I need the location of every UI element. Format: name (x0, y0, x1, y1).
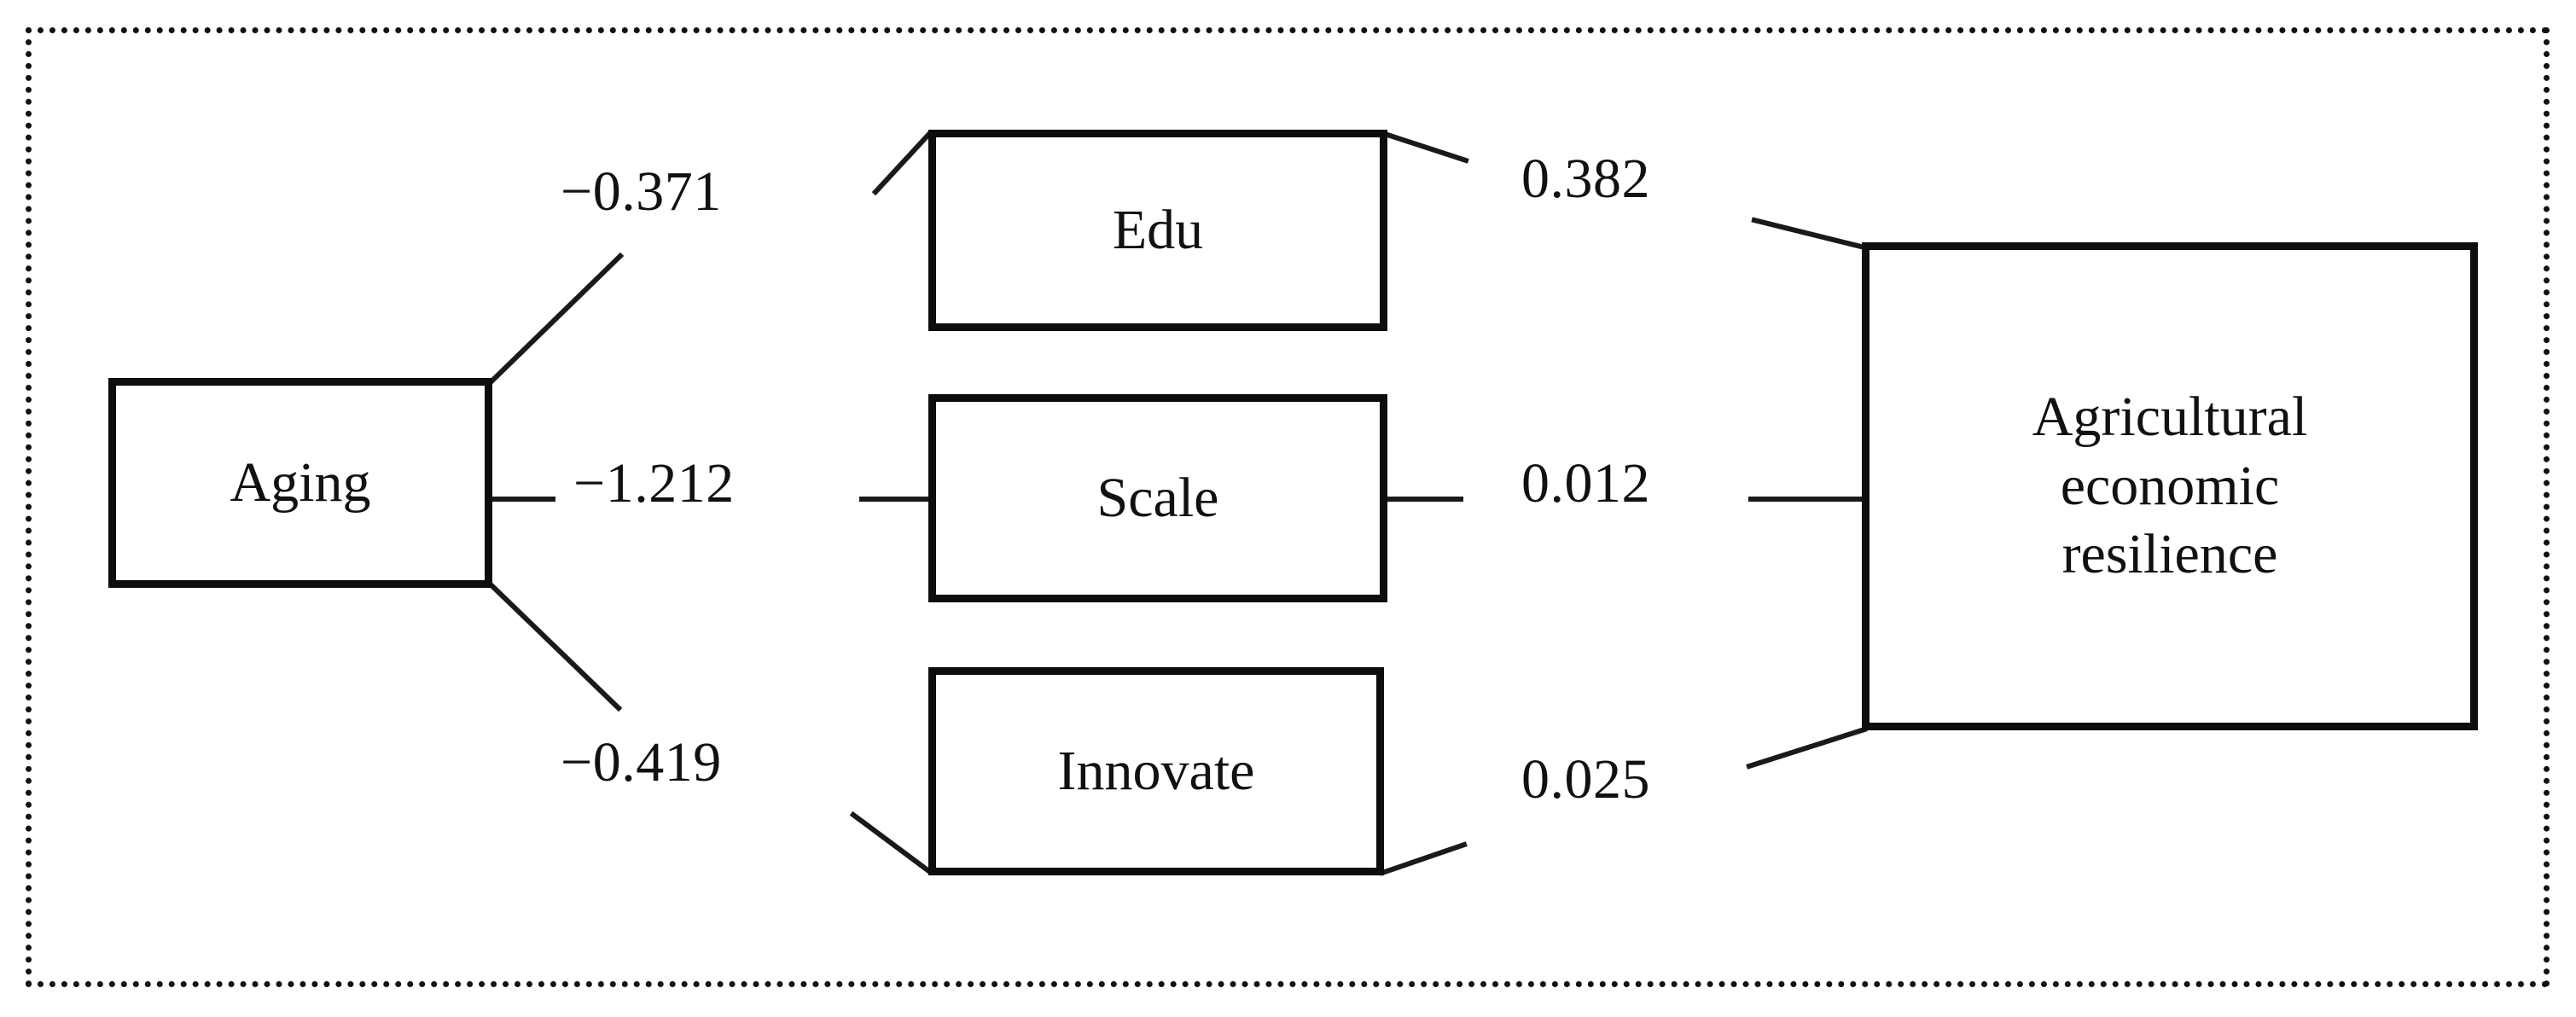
line-innovate-to-outcome-a (1379, 841, 1468, 876)
node-edu-label: Edu (1112, 198, 1204, 261)
edge-label-innovate-to-outcome: 0.025 (1521, 748, 1650, 811)
node-edu[interactable]: Edu (928, 130, 1387, 331)
node-innovate[interactable]: Innovate (928, 667, 1384, 875)
line-edu-to-outcome-b (1751, 217, 1868, 251)
line-aging-to-innovate-a (488, 582, 623, 712)
edge-label-aging-to-innovate: −0.419 (561, 731, 722, 793)
line-innovate-to-outcome-b (1746, 726, 1868, 770)
line-aging-to-edu-a (488, 252, 625, 385)
line-edu-to-outcome-a (1384, 131, 1469, 164)
figure-dotted-frame (26, 27, 2550, 987)
node-aging[interactable]: Aging (108, 378, 492, 588)
edge-label-scale-to-outcome: 0.012 (1521, 452, 1650, 514)
node-agricultural-economic-resilience[interactable]: Agricultural economic resilience (1862, 242, 2478, 730)
node-scale-label: Scale (1096, 466, 1219, 529)
node-innovate-label: Innovate (1057, 739, 1255, 802)
node-outcome-label: Agricultural economic resilience (2032, 386, 2308, 586)
edge-label-aging-to-scale: −1.212 (573, 452, 735, 514)
edge-label-aging-to-edu: −0.371 (561, 160, 722, 223)
edge-label-edu-to-outcome: 0.382 (1521, 148, 1650, 210)
node-aging-label: Aging (230, 450, 371, 514)
line-aging-to-innovate-b (849, 811, 934, 876)
node-scale[interactable]: Scale (928, 394, 1387, 602)
line-aging-to-edu-b (871, 131, 933, 196)
